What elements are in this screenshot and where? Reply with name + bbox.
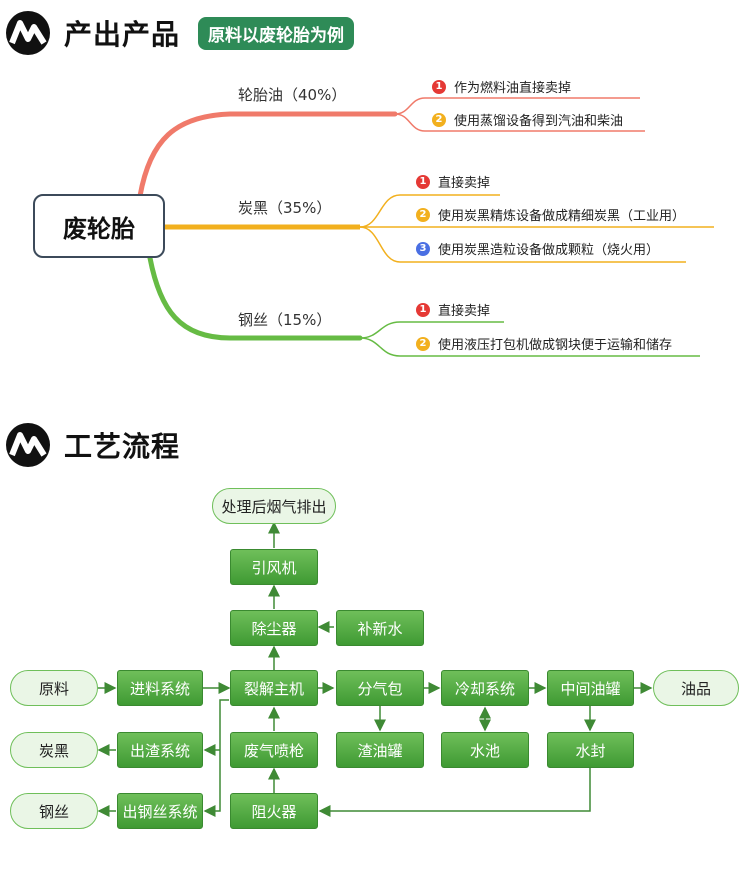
number-badge-icon: 2 <box>416 207 430 222</box>
flow-node-cooling: 冷却系统 <box>441 670 529 706</box>
branch-label-tire-oil: 轮胎油（40%） <box>238 86 347 104</box>
flow-node-water-seal: 水封 <box>547 732 634 768</box>
leaf-text: 使用液压打包机做成钢块便于运输和储存 <box>438 338 673 353</box>
flow-node-raw: 原料 <box>10 670 98 706</box>
flow-node-gas-gun: 废气喷枪 <box>230 732 318 768</box>
section-title: 工艺流程 <box>64 430 181 463</box>
number-badge-icon: 1 <box>432 79 446 94</box>
section-header-products: 产出产品 原料以废轮胎为例 <box>0 8 355 58</box>
flow-node-exhaust: 处理后烟气排出 <box>212 488 336 524</box>
number-badge-icon: 3 <box>416 241 430 256</box>
mindmap-root: 废轮胎 <box>33 194 165 258</box>
mindmap-connectors <box>137 97 714 357</box>
flow-node-water-add: 补新水 <box>336 610 424 646</box>
leaf-text: 直接卖掉 <box>438 304 491 319</box>
flow-node-splitter: 分气包 <box>336 670 424 706</box>
leaf-item: 2 使用炭黑精炼设备做成精细炭黑（工业用） <box>416 205 685 224</box>
leaf-text: 使用炭黑精炼设备做成精细炭黑（工业用） <box>438 209 686 224</box>
section-title: 产出产品 <box>64 18 181 51</box>
flow-node-oil: 油品 <box>653 670 739 706</box>
brand-logo-icon <box>6 423 50 467</box>
leaf-item: 2 使用液压打包机做成钢块便于运输和储存 <box>416 334 672 353</box>
flow-node-dust-collector: 除尘器 <box>230 610 318 646</box>
brand-logo-icon <box>6 11 50 55</box>
flow-node-residue-tank: 渣油罐 <box>336 732 424 768</box>
branch-label-steel-wire: 钢丝（15%） <box>238 311 332 329</box>
flow-node-fan: 引风机 <box>230 549 318 585</box>
flow-node-steel-system: 出钢丝系统 <box>117 793 203 829</box>
flow-node-feed: 进料系统 <box>117 670 203 706</box>
flow-node-reactor: 裂解主机 <box>230 670 318 706</box>
flow-node-carbon: 炭黑 <box>10 732 98 768</box>
number-badge-icon: 1 <box>416 302 430 317</box>
leaf-item: 1 直接卖掉 <box>416 172 490 191</box>
number-badge-icon: 2 <box>432 112 446 127</box>
leaf-text: 使用炭黑造粒设备做成颗粒（烧火用） <box>438 243 660 258</box>
branch-label-carbon-black: 炭黑（35%） <box>238 199 332 217</box>
number-badge-icon: 2 <box>416 336 430 351</box>
leaf-item: 1 直接卖掉 <box>416 300 490 319</box>
flow-node-pool: 水池 <box>441 732 529 768</box>
flow-node-arrestor: 阻火器 <box>230 793 318 829</box>
leaf-item: 3 使用炭黑造粒设备做成颗粒（烧火用） <box>416 239 659 258</box>
flow-node-mid-tank: 中间油罐 <box>547 670 634 706</box>
section-header-process: 工艺流程 <box>0 420 180 470</box>
leaf-text: 直接卖掉 <box>438 176 491 191</box>
leaf-item: 2 使用蒸馏设备得到汽油和柴油 <box>432 110 623 129</box>
leaf-text: 作为燃料油直接卖掉 <box>454 81 572 96</box>
leaf-text: 使用蒸馏设备得到汽油和柴油 <box>454 114 624 129</box>
leaf-item: 1 作为燃料油直接卖掉 <box>432 77 571 96</box>
flow-node-steel: 钢丝 <box>10 793 98 829</box>
flow-node-slag-system: 出渣系统 <box>117 732 203 768</box>
number-badge-icon: 1 <box>416 174 430 189</box>
section-badge: 原料以废轮胎为例 <box>198 16 355 50</box>
